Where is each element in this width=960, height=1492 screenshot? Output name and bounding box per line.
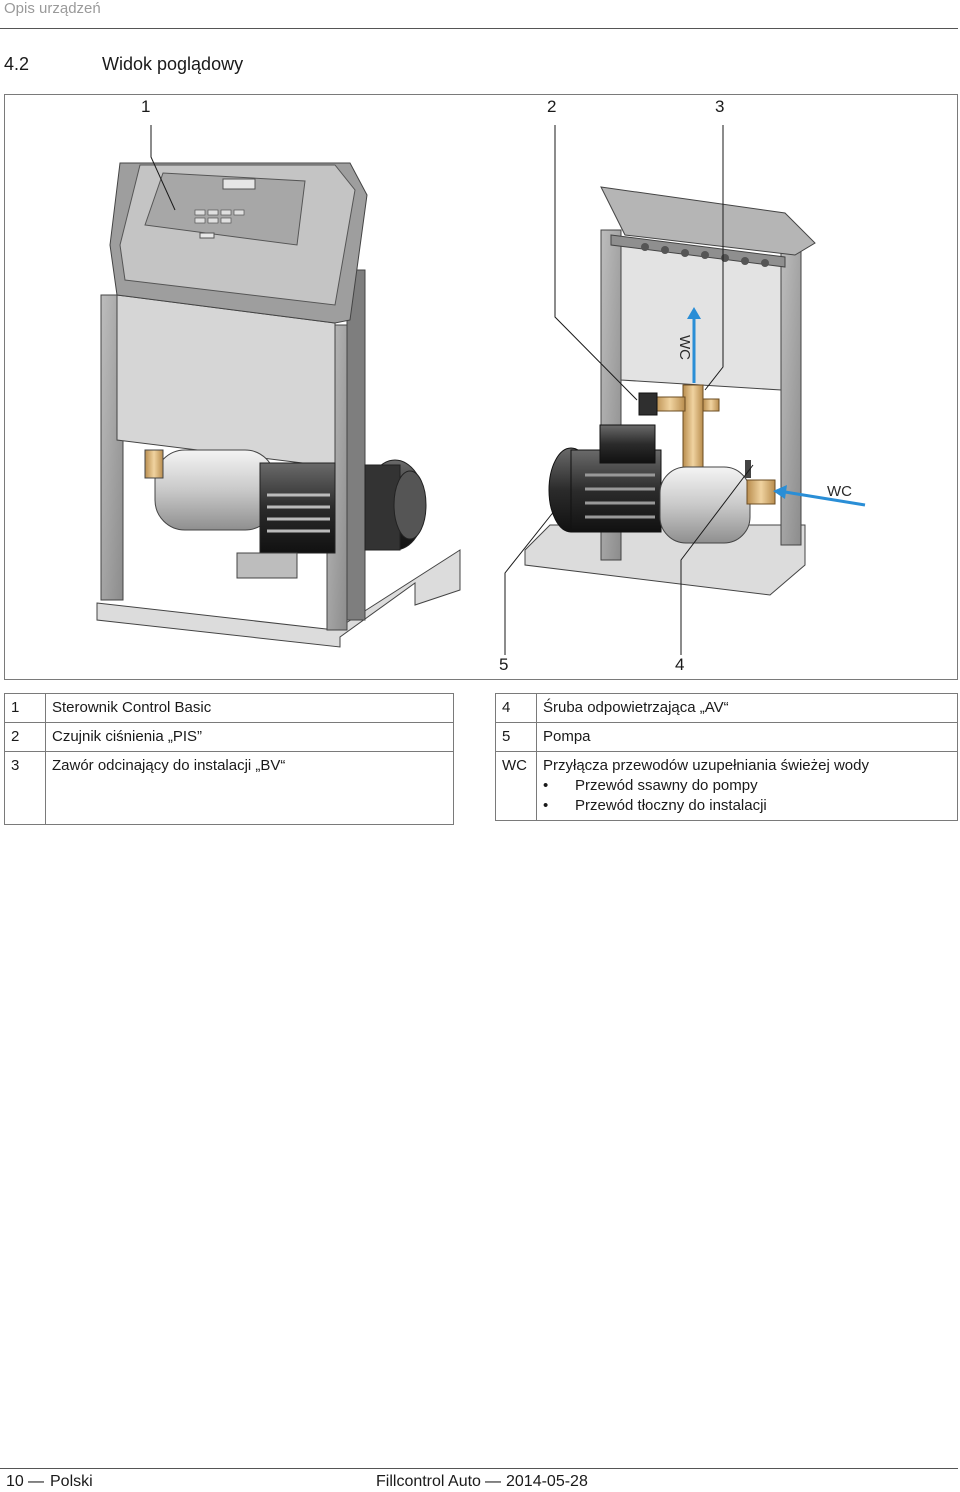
legend-row: 1 Sterownik Control Basic	[4, 693, 454, 723]
legend-row: 3 Zawór odcinający do instalacji „BV“	[4, 751, 454, 825]
device-illustration	[96, 125, 866, 655]
callout-2: 2	[547, 97, 557, 116]
footer-rule	[0, 1468, 958, 1469]
footer-dash: —	[485, 1473, 501, 1490]
legend-key: 5	[495, 722, 537, 752]
flow-label-wc-horizontal: WC	[827, 483, 852, 500]
flow-arrows	[687, 307, 866, 507]
footer-language: Polski	[50, 1473, 93, 1490]
legend-text: Czujnik ciśnienia „PIS”	[45, 722, 454, 752]
section-number: 4.2	[4, 54, 30, 74]
footer-date: 2014-05-28	[506, 1473, 588, 1490]
callout-1: 1	[141, 97, 151, 116]
legend-key: 4	[495, 693, 537, 723]
section-title-text: Widok poglądowy	[102, 54, 244, 74]
legend-row: 4 Śruba odpowietrzająca „AV“	[495, 693, 958, 723]
legend-text: Pompa	[536, 722, 958, 752]
legend-text: Śruba odpowietrzająca „AV“	[536, 693, 958, 723]
leader-lines	[150, 125, 754, 655]
legend-bullet: Przewód ssawny do pompy	[543, 776, 951, 796]
legend-text: Przyłącza przewodów uzupełniania świeżej…	[543, 757, 869, 774]
open-unit	[524, 186, 816, 596]
legend-text: Sterownik Control Basic	[45, 693, 454, 723]
footer-dash: —	[28, 1473, 44, 1490]
legend-row: 2 Czujnik ciśnienia „PIS”	[4, 722, 454, 752]
footer-product: Fillcontrol Auto	[376, 1473, 481, 1490]
callout-5: 5	[499, 655, 509, 674]
legend-row: WC Przyłącza przewodów uzupełniania świe…	[495, 751, 958, 821]
legend-key: 1	[4, 693, 46, 723]
legend-row: 5 Pompa	[495, 722, 958, 752]
legend-text: Zawór odcinający do instalacji „BV“	[45, 751, 454, 825]
callout-3: 3	[715, 97, 725, 116]
header-rule	[0, 28, 958, 29]
callout-4: 4	[675, 655, 685, 674]
legend-table-right: 4 Śruba odpowietrzająca „AV“ 5 Pompa WC …	[495, 693, 958, 821]
legend-key: 3	[4, 751, 46, 825]
legend-table-left: 1 Sterownik Control Basic 2 Czujnik ciśn…	[4, 693, 454, 825]
legend-bullet: Przewód tłoczny do instalacji	[543, 796, 951, 816]
flow-label-wc-vertical: WC	[676, 335, 693, 360]
legend-key: WC	[495, 751, 537, 821]
legend-key: 2	[4, 722, 46, 752]
section-title: 4.2 Widok poglądowy	[4, 54, 243, 75]
legend-text-with-bullets: Przyłącza przewodów uzupełniania świeżej…	[536, 751, 958, 821]
footer-page-number: 10	[6, 1473, 24, 1490]
running-head: Opis urządzeń	[4, 0, 101, 17]
overview-figure: 1 2 3 5 4 WC WC	[4, 94, 958, 680]
closed-unit	[96, 162, 461, 648]
